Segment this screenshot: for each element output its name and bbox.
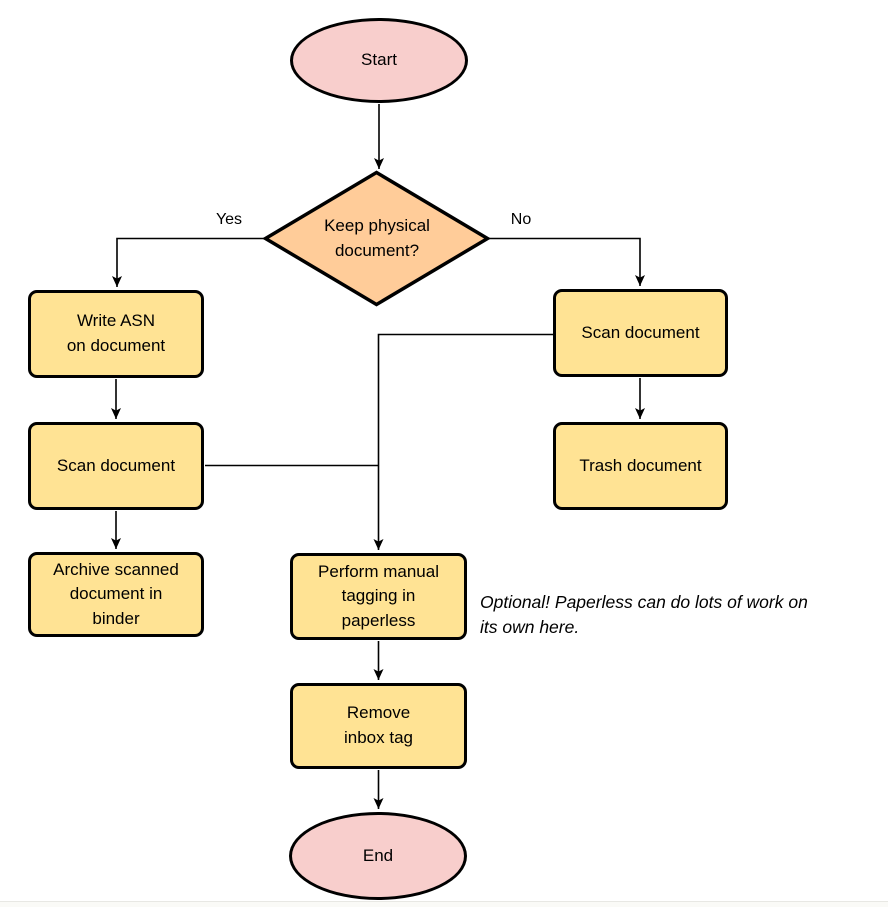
node-write-asn-label: Write ASN on document [66,311,166,355]
node-manual-tagging-label: Perform manual tagging in paperless [318,561,439,630]
node-archive-binder: Archive scanned document in binder [28,552,204,637]
edge-decision-no-to-scan-right [489,237,645,286]
node-start: Start [290,18,468,103]
node-start-label: Start [361,50,397,70]
node-scan-document-left-label: Scan document [56,455,176,475]
node-write-asn: Write ASN on document [28,290,204,378]
node-decision-label: Keep physical document? [324,215,430,260]
node-end-label: End [362,845,394,865]
node-scan-document-left: Scan document [28,422,204,510]
node-manual-tagging: Perform manual tagging in paperless [290,553,467,640]
node-archive-binder-label: Archive scanned document in binder [53,559,179,628]
node-remove-inbox-tag-label: Remove inbox tag [344,703,413,747]
edge-scan-right-to-tagging [373,333,553,550]
edge-label-no: No [510,211,532,228]
node-end: End [289,812,467,900]
edge-decision-yes-to-write-asn [112,237,265,287]
decision-diamond-shape [262,170,491,307]
annotation-note: Optional! Paperless can do lots of work … [480,592,808,637]
node-trash-document: Trash document [553,422,728,510]
bottom-strip [0,901,888,907]
edge-label-yes: Yes [215,211,243,228]
node-trash-document-label: Trash document [579,455,702,475]
node-remove-inbox-tag: Remove inbox tag [290,683,467,769]
node-scan-document-right-label: Scan document [581,322,700,342]
node-scan-document-right: Scan document [553,289,728,377]
